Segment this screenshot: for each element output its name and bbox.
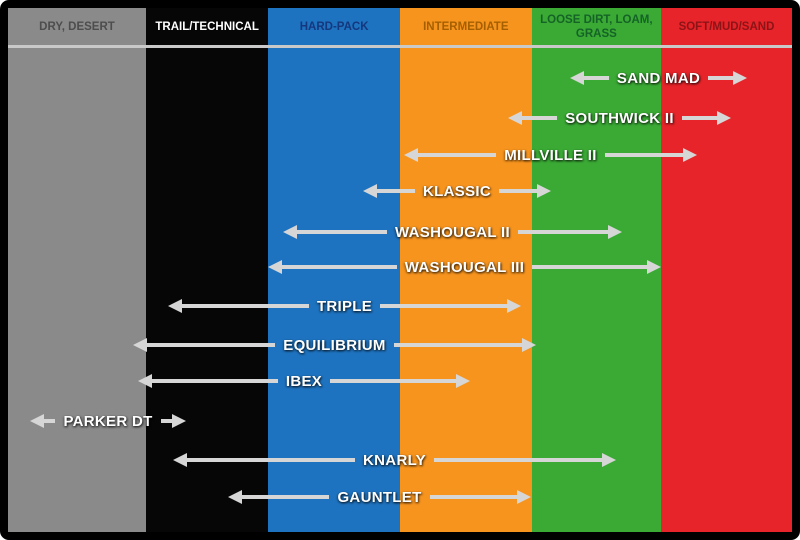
column-header-label: LOOSE DIRT, LOAM, GRASS xyxy=(540,13,653,40)
terrain-column: LOOSE DIRT, LOAM, GRASS xyxy=(531,8,662,532)
header-divider xyxy=(8,45,792,48)
terrain-column: INTERMEDIATE xyxy=(399,8,532,532)
terrain-column: TRAIL/TECHNICAL xyxy=(145,8,269,532)
column-header-label: HARD-PACK xyxy=(299,20,369,33)
terrain-columns: DRY, DESERT TRAIL/TECHNICAL HARD-PACK INTER… xyxy=(8,8,792,532)
terrain-column: HARD-PACK xyxy=(268,8,400,532)
column-header-label: INTERMEDIATE xyxy=(423,20,509,33)
terrain-column: DRY, DESERT xyxy=(8,8,146,532)
column-header-label: TRAIL/TECHNICAL xyxy=(155,20,259,33)
column-header-label: DRY, DESERT xyxy=(39,20,115,33)
terrain-column: SOFT/MUD/SAND xyxy=(661,8,792,532)
column-header-label: SOFT/MUD/SAND xyxy=(678,20,775,33)
